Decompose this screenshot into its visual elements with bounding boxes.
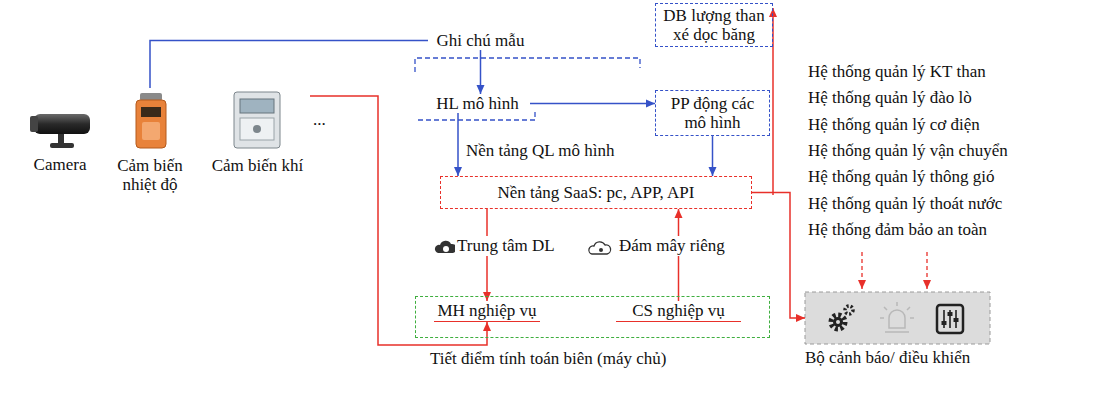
- sensor-port: [253, 125, 261, 133]
- dashed-arrow: [861, 252, 862, 289]
- private-cloud-icon: [589, 242, 611, 254]
- annotation-label: ...: [313, 110, 326, 130]
- gas-sensor-icon: [234, 92, 280, 148]
- sensor-panel: [240, 118, 274, 140]
- annotation-label: Trung tâm DL: [455, 236, 557, 256]
- camera-icon: [30, 114, 90, 148]
- sensor-panel: [142, 122, 160, 140]
- controller-panel: [805, 292, 990, 344]
- dashed-underline: [418, 112, 535, 120]
- node-text: CS nghiệp vụ: [616, 301, 741, 320]
- globe-mark: [443, 246, 449, 252]
- slider-frame: [937, 305, 963, 333]
- data-center-icon: [435, 241, 457, 253]
- gear-hole: [836, 320, 840, 324]
- alarm-base: [885, 331, 909, 333]
- node-text: Ghi chú mẫu: [428, 31, 533, 50]
- database-box: DB lượng than xé dọc băng: [655, 3, 773, 47]
- dashed-arrow: [926, 252, 927, 289]
- node-text: Cảm biến nhiệt độ: [102, 156, 198, 194]
- sensor-body: [136, 100, 166, 148]
- alarm-rays: [880, 302, 914, 318]
- slider-knob: [948, 312, 953, 316]
- gear-hub: [833, 317, 843, 327]
- system-label: Hệ thống quản lý vận chuyển: [808, 141, 1008, 161]
- camera-body: [34, 114, 90, 134]
- system-label: Hệ thống quản lý KT than: [808, 62, 986, 82]
- gear-icon: [831, 306, 853, 329]
- model-group-outline: [415, 58, 640, 120]
- edge-node-group: Tiết điểm tính toán biên (máy chủ)MH ngh…: [415, 296, 770, 338]
- group-heading: Bộ cảnh báo/ điều khiển: [805, 348, 970, 367]
- system-label: Hệ thống đảm bảo an toàn: [808, 220, 987, 240]
- device-node: Cảm biến khí: [205, 88, 310, 175]
- flow-connector: [752, 193, 805, 318]
- node-text: DB lượng than xé dọc băng: [660, 6, 768, 44]
- slider-knob: [942, 321, 947, 325]
- node-text: PP động các mô hình: [660, 94, 765, 132]
- system-label: Hệ thống quản lý cơ điện: [808, 115, 980, 135]
- flow-connector: [150, 41, 428, 88]
- camera-lens: [30, 116, 38, 132]
- node-text: HL mô hình: [425, 94, 530, 113]
- gear-teeth: [831, 315, 845, 329]
- flow-connector: [530, 103, 655, 105]
- slider-knob: [954, 318, 959, 322]
- node-text: Cảm biến khí: [205, 156, 310, 175]
- lock-mark: [599, 248, 603, 252]
- cloud-shape: [589, 242, 611, 254]
- controller-box: Bộ cảnh báo/ điều khiển: [805, 292, 990, 344]
- sensor-display: [141, 107, 161, 117]
- node-text: Nền tảng SaaS: pc, APP, API: [447, 183, 745, 202]
- process-box: PP động các mô hình: [655, 90, 770, 136]
- annotation-label: Nền tảng QL mô hình: [466, 141, 615, 161]
- camera-base: [50, 143, 74, 148]
- device-node: Camera: [18, 100, 102, 174]
- system-label: Hệ thống quản lý đào lò: [808, 88, 972, 108]
- node-text: Camera: [18, 155, 102, 174]
- alarm-icon: [880, 302, 914, 332]
- service-box: MH nghiệp vụ: [434, 301, 540, 322]
- node-text: MH nghiệp vụ: [434, 301, 540, 320]
- flow-connector: [457, 113, 459, 176]
- annotation-label: Đám mây riêng: [617, 236, 727, 256]
- flow-connector: [480, 50, 482, 94]
- cloud-shape: [435, 241, 457, 253]
- sensor-housing: [234, 92, 280, 148]
- process-label: Ghi chú mẫu: [428, 31, 533, 50]
- sensor-screen: [240, 99, 274, 113]
- alarm-dome: [889, 310, 905, 328]
- dashed-bracket: [415, 58, 640, 72]
- gear-teeth: [845, 306, 853, 314]
- group-heading: Tiết điểm tính toán biên (máy chủ): [430, 349, 666, 368]
- slider-icon: [937, 305, 963, 333]
- service-box: CS nghiệp vụ: [616, 301, 741, 322]
- camera-mount: [58, 134, 64, 144]
- platform-box: Nền tảng SaaS: pc, APP, API: [440, 176, 752, 209]
- flow-connector: [712, 136, 714, 176]
- temperature-sensor-icon: [136, 93, 166, 148]
- system-label: Hệ thống quản lý thoát nước: [808, 194, 1002, 214]
- system-label: Hệ thống quản lý thông gió: [808, 167, 995, 187]
- process-label: HL mô hình: [425, 94, 530, 113]
- device-node: Cảm biến nhiệt độ: [102, 88, 198, 194]
